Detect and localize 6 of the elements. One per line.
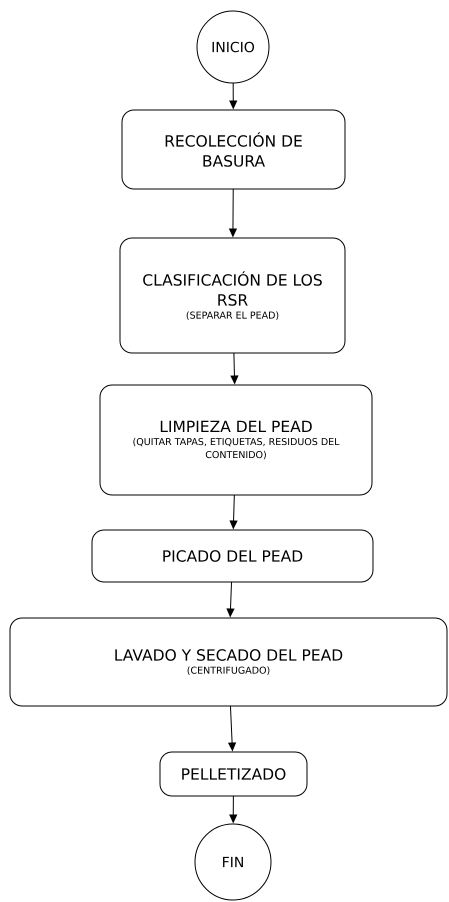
process-box: LAVADO Y SECADO DEL PEAD (CENTRIFUGADO) (10, 618, 448, 706)
process-box: RECOLECCIÓN DE BASURA (122, 110, 346, 190)
process-box: PELLETIZADO (160, 752, 308, 796)
process-box: LIMPIEZA DEL PEAD (QUITAR TAPAS, ETIQUETAS, RESIDUOS DEL CONTENIDO) (100, 384, 372, 496)
process-box: PICADO DEL PEAD (92, 530, 374, 582)
process-box: CLASIFICACIÓN DE LOS RSR (SEPARAR EL PEAD) (120, 238, 346, 354)
